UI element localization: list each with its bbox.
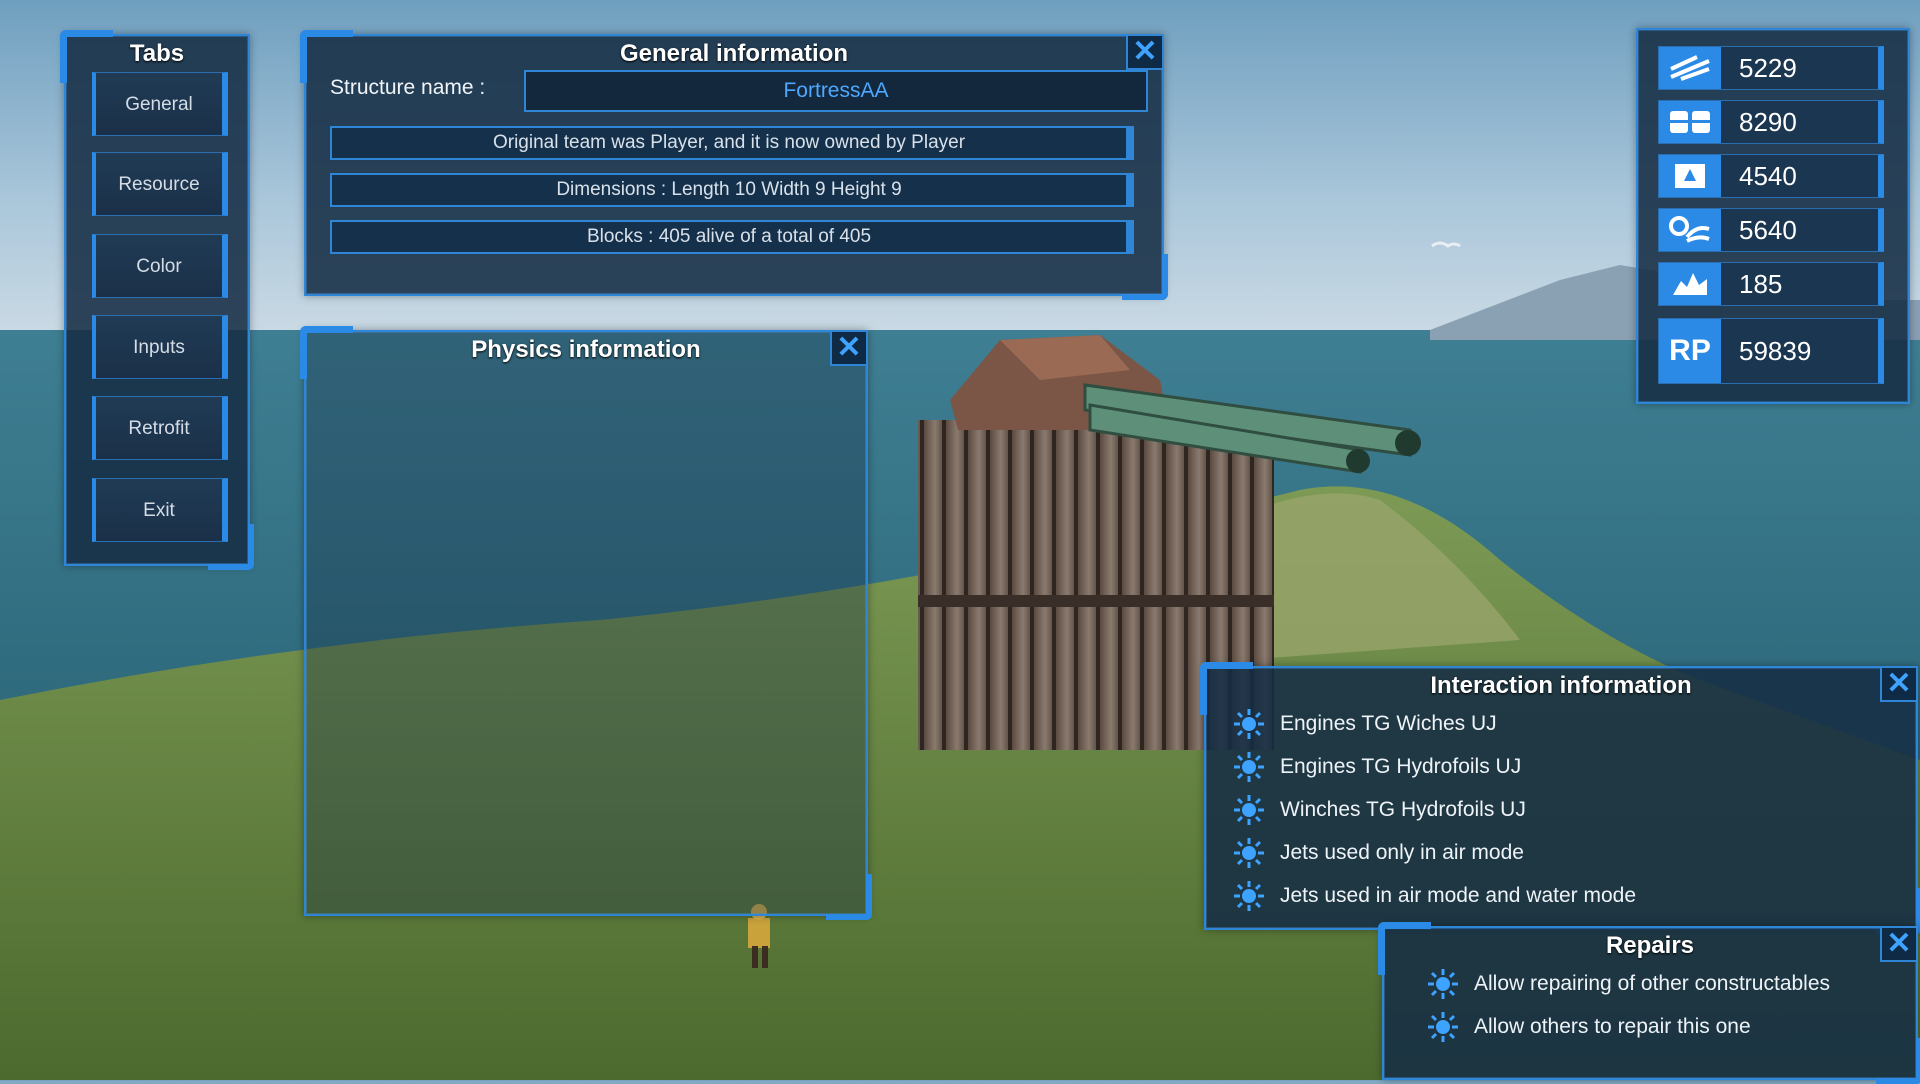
repairs-title: Repairs: [1605, 932, 1695, 959]
interaction-item[interactable]: Jets used in air mode and water mode: [1232, 876, 1636, 916]
ammo-value: 8290: [1739, 107, 1797, 137]
tabs-panel: Tabs General Resource Color Inputs Retro…: [60, 30, 254, 570]
natural-resources-icon: [1659, 209, 1721, 251]
crystal-value: 185: [1739, 269, 1783, 299]
gear-icon: [1234, 752, 1264, 782]
structure-name-input[interactable]: [524, 70, 1148, 112]
gear-icon: [1234, 881, 1264, 911]
interaction-information-panel: Interaction information ✕ Engines TG Wic…: [1200, 662, 1920, 934]
structure-name-label: Structure name :: [330, 76, 486, 99]
fuel-value: 4540: [1739, 161, 1797, 191]
tab-exit[interactable]: Exit: [92, 478, 228, 542]
interaction-item-label: Jets used in air mode and water mode: [1280, 884, 1637, 907]
gear-icon: [1428, 969, 1458, 999]
crystal-icon: [1659, 263, 1721, 305]
dimensions-info: Dimensions : Length 10 Width 9 Height 9: [330, 173, 1134, 207]
repairs-item-label: Allow repairing of other constructables: [1474, 972, 1831, 995]
ownership-info: Original team was Player, and it is now …: [330, 126, 1134, 160]
fuel-icon: [1659, 155, 1721, 197]
panel-corner-decoration: [1200, 662, 1253, 715]
resource-ammo: 8290: [1658, 100, 1884, 144]
gear-icon: [1234, 795, 1264, 825]
close-physics-button[interactable]: ✕: [830, 332, 866, 366]
interaction-item-label: Jets used only in air mode: [1280, 841, 1524, 864]
materials-value: 5229: [1739, 53, 1797, 83]
physics-information-panel: Physics information ✕: [300, 326, 872, 920]
panel-corner-decoration: [1378, 922, 1431, 975]
general-information-title: General information: [619, 40, 849, 67]
panel-corner-decoration: [1876, 1038, 1920, 1084]
repairs-panel: Repairs ✕ Allow repairing of other const…: [1378, 922, 1920, 1084]
physics-information-title: Physics information: [471, 336, 701, 363]
blocks-info: Blocks : 405 alive of a total of 405: [330, 220, 1134, 254]
tab-resource[interactable]: Resource: [92, 152, 228, 216]
panel-corner-decoration: [300, 326, 353, 379]
resource-crystal: 185: [1658, 262, 1884, 306]
panel-corner-decoration: [826, 874, 872, 920]
interaction-item[interactable]: Engines TG Hydrofoils UJ: [1232, 747, 1521, 787]
resource-fuel: 4540: [1658, 154, 1884, 198]
close-general-button[interactable]: ✕: [1126, 36, 1162, 70]
materials-icon: [1659, 47, 1721, 89]
repairs-item-label: Allow others to repair this one: [1474, 1015, 1751, 1038]
research-points-icon: RP: [1659, 319, 1721, 383]
ammo-icon: [1659, 101, 1721, 143]
panel-corner-decoration: [208, 524, 254, 570]
panel-corner-decoration: [300, 30, 353, 83]
close-interaction-button[interactable]: ✕: [1880, 668, 1916, 702]
tab-retrofit[interactable]: Retrofit: [92, 396, 228, 460]
interaction-information-title: Interaction information: [1430, 672, 1692, 699]
general-information-panel: General information ✕ Structure name : O…: [300, 30, 1168, 300]
gear-icon: [1234, 709, 1264, 739]
tab-general[interactable]: General: [92, 72, 228, 136]
close-repairs-button[interactable]: ✕: [1880, 928, 1916, 962]
interaction-item[interactable]: Winches TG Hydrofoils UJ: [1232, 790, 1526, 830]
resource-natural: 5640: [1658, 208, 1884, 252]
tabs-title: Tabs: [129, 40, 185, 67]
panel-corner-decoration: [1122, 254, 1168, 300]
interaction-item-label: Engines TG Hydrofoils UJ: [1280, 755, 1522, 778]
tab-color[interactable]: Color: [92, 234, 228, 298]
repairs-item[interactable]: Allow repairing of other constructables: [1426, 964, 1830, 1004]
interaction-item[interactable]: Jets used only in air mode: [1232, 833, 1524, 873]
resources-panel: 5229 8290 4540 5640 185 RP 59839: [1636, 28, 1910, 404]
interaction-item[interactable]: Engines TG Wiches UJ: [1232, 704, 1497, 744]
panel-corner-decoration: [60, 30, 113, 83]
natural-resources-value: 5640: [1739, 215, 1797, 245]
interaction-item-label: Winches TG Hydrofoils UJ: [1280, 798, 1526, 821]
gear-icon: [1428, 1012, 1458, 1042]
research-points-value: 59839: [1739, 336, 1812, 366]
interaction-item-label: Engines TG Wiches UJ: [1280, 712, 1497, 735]
gear-icon: [1234, 838, 1264, 868]
tab-inputs[interactable]: Inputs: [92, 315, 228, 379]
resource-research-points: RP 59839: [1658, 318, 1884, 384]
resource-materials: 5229: [1658, 46, 1884, 90]
repairs-item[interactable]: Allow others to repair this one: [1426, 1007, 1751, 1047]
